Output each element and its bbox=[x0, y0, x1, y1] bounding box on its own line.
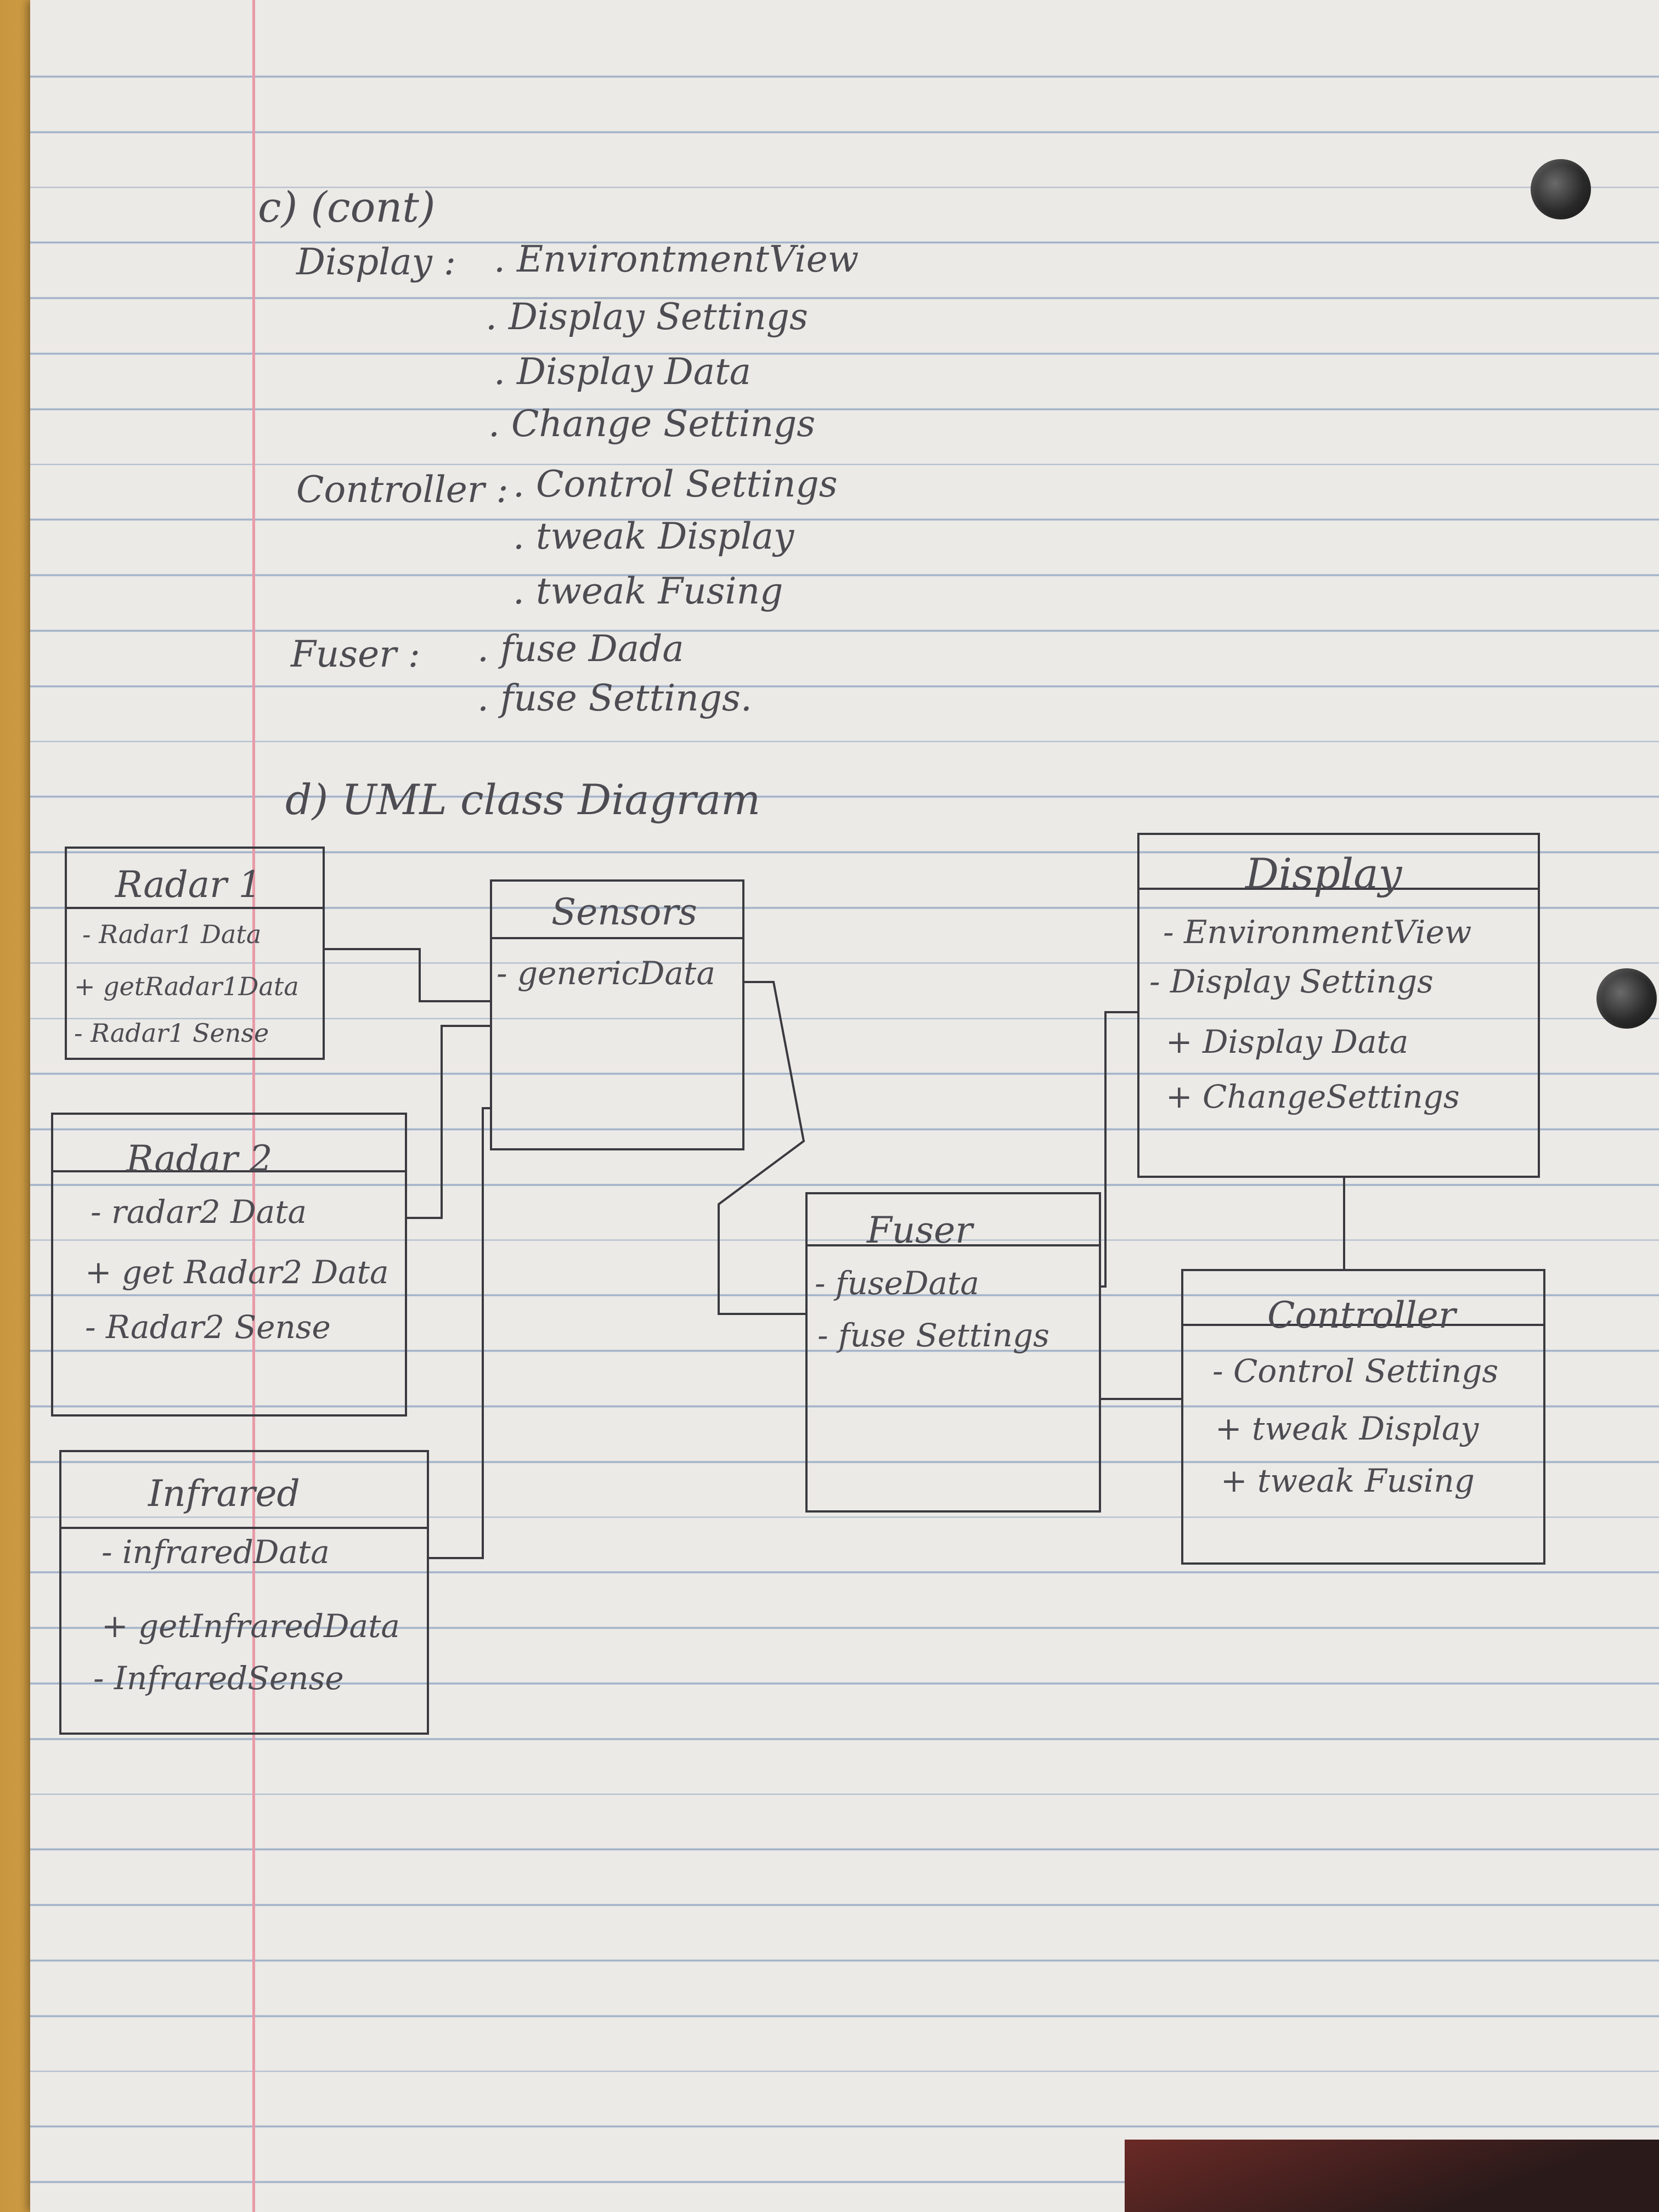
display-item: . Change Settings bbox=[488, 403, 816, 445]
fuser-item: . fuse Dada bbox=[477, 628, 684, 670]
fuser-title: Fuser bbox=[867, 1209, 973, 1251]
controller-member: - Control Settings bbox=[1212, 1352, 1499, 1390]
connector-lines bbox=[324, 948, 1345, 1559]
notebook-paper bbox=[30, 0, 1659, 2212]
radar2-member: + get Radar2 Data bbox=[85, 1254, 389, 1291]
display-member: - EnvironmentView bbox=[1163, 913, 1472, 951]
fuser-member: - fuse Settings bbox=[817, 1317, 1049, 1354]
controller-member: + tweak Fusing bbox=[1221, 1462, 1475, 1499]
punch-hole-middle bbox=[1596, 968, 1657, 1029]
display-box bbox=[1137, 833, 1540, 1178]
display-member: - Display Settings bbox=[1149, 963, 1434, 1000]
radar1-member: - Radar1 Sense bbox=[74, 1018, 269, 1048]
display-member: + Display Data bbox=[1166, 1023, 1409, 1060]
radar2-member: - Radar2 Sense bbox=[85, 1308, 331, 1346]
radar2-title: Radar 2 bbox=[126, 1138, 273, 1180]
infrared-member: - infraredData bbox=[101, 1533, 330, 1571]
controller-title: Controller bbox=[1267, 1294, 1456, 1336]
radar1-member: - Radar1 Data bbox=[82, 919, 262, 949]
infrared-title: Infrared bbox=[148, 1472, 300, 1515]
controller-box bbox=[1181, 1269, 1545, 1565]
section-c-heading: c) (cont) bbox=[258, 183, 436, 232]
radar1-box bbox=[65, 847, 325, 1060]
display-label: Display : bbox=[296, 241, 456, 283]
sensors-member: - genericData bbox=[496, 955, 715, 992]
controller-member: + tweak Display bbox=[1215, 1410, 1479, 1447]
controller-label: Controller : bbox=[296, 469, 509, 511]
display-title: Display bbox=[1245, 849, 1402, 898]
infrared-member: - InfraredSense bbox=[93, 1660, 344, 1697]
controller-item: . tweak Fusing bbox=[513, 570, 783, 612]
punch-hole-top bbox=[1531, 159, 1591, 219]
infrared-member: + getInfraredData bbox=[101, 1607, 400, 1645]
display-item: . EnvirontmentView bbox=[494, 238, 859, 280]
fuser-box bbox=[805, 1192, 1101, 1513]
display-item: . Display Data bbox=[494, 351, 751, 393]
display-member: + ChangeSettings bbox=[1166, 1078, 1460, 1115]
radar2-box bbox=[51, 1113, 407, 1417]
radar1-title: Radar 1 bbox=[115, 864, 262, 906]
fuser-member: - fuseData bbox=[815, 1265, 979, 1302]
section-d-heading: d) UML class Diagram bbox=[285, 775, 761, 824]
sensors-box bbox=[490, 879, 744, 1150]
dark-fabric bbox=[1125, 2140, 1659, 2212]
fuser-label: Fuser : bbox=[291, 633, 420, 675]
radar2-member: - radar2 Data bbox=[91, 1193, 307, 1231]
margin-line bbox=[252, 0, 255, 2212]
sensors-title: Sensors bbox=[551, 891, 697, 933]
fuser-item: . fuse Settings. bbox=[477, 677, 752, 719]
display-item: . Display Settings bbox=[486, 296, 808, 338]
infrared-box bbox=[59, 1450, 429, 1735]
radar1-member: + getRadar1Data bbox=[74, 972, 299, 1001]
controller-item: . tweak Display bbox=[513, 515, 794, 557]
controller-item: . Control Settings bbox=[513, 463, 838, 505]
